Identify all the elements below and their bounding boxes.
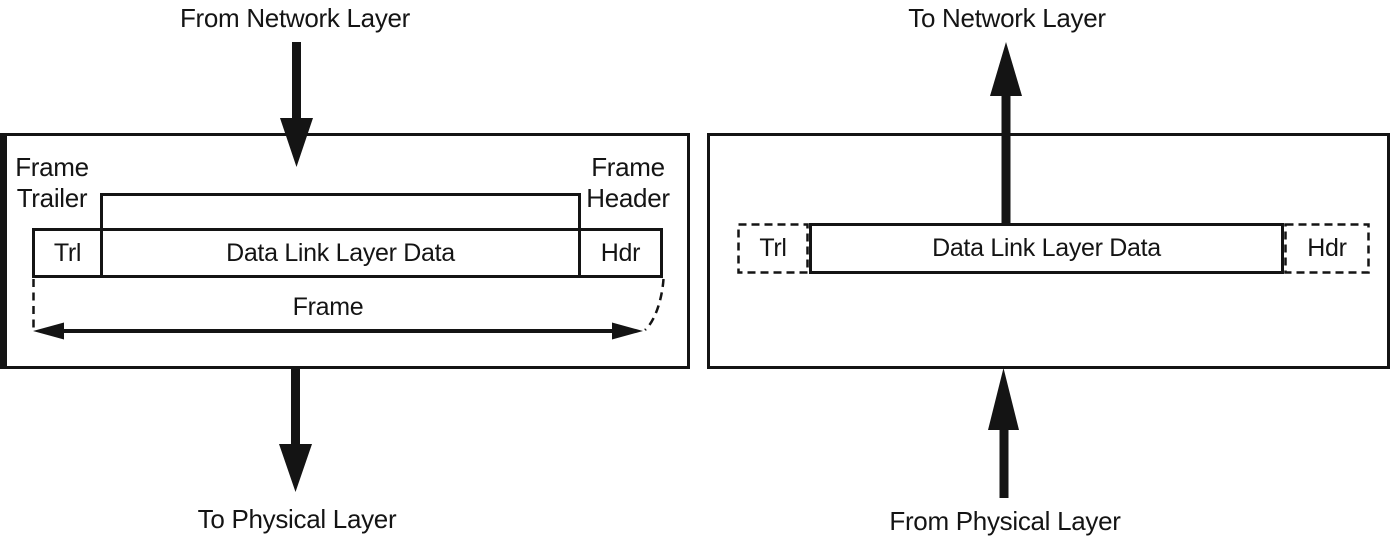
frame-trailer-label: Frame Trailer — [15, 152, 89, 213]
frame-header-cell: Hdr — [578, 228, 663, 278]
received-data-cell: Data Link Layer Data — [809, 223, 1284, 274]
stripped-header-cell: Hdr — [1307, 234, 1347, 262]
frame-data-cell: Data Link Layer Data — [100, 228, 581, 278]
frame-span-label: Frame — [292, 293, 364, 321]
network-layer-data-box — [100, 193, 581, 231]
frame-header-label: Frame Header — [586, 152, 670, 213]
receiving-data-link-layer-box — [707, 133, 1390, 369]
from-network-layer-label: From Network Layer — [179, 3, 411, 33]
frame-trailer-cell: Trl — [32, 228, 103, 278]
down-arrow-icon — [279, 368, 312, 492]
up-arrow-icon — [988, 368, 1019, 498]
to-network-layer-label: To Network Layer — [908, 3, 1106, 33]
to-physical-layer-label: To Physical Layer — [197, 504, 397, 534]
sending-data-link-layer-box — [0, 133, 690, 369]
stripped-trailer-cell: Trl — [759, 234, 787, 262]
from-physical-layer-label: From Physical Layer — [889, 506, 1121, 536]
